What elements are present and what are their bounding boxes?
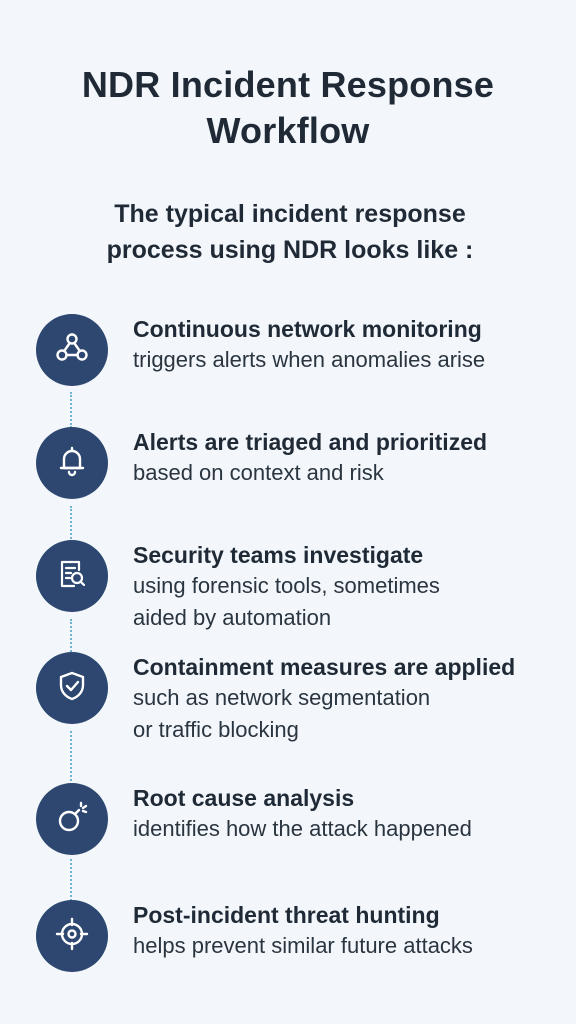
step-6-desc: helps prevent similar future attacks: [133, 933, 473, 958]
step-5-desc: identifies how the attack happened: [133, 816, 472, 841]
connector-1-2: [70, 392, 72, 428]
step-5-circle: [36, 783, 108, 855]
workflow-step-6: Post-incident threat hunting helps preve…: [0, 900, 576, 990]
step-3-title: Security teams investigate: [133, 542, 424, 568]
step-2-title: Alerts are triaged and prioritized: [133, 429, 488, 455]
subtitle-line-2: process using NDR looks like :: [106, 236, 474, 264]
step-6-title: Post-incident threat hunting: [133, 902, 440, 928]
workflow-step-3: Security teams investigate using forensi…: [0, 540, 576, 630]
step-4-circle: [36, 652, 108, 724]
step-4-desc-line-2: or traffic blocking: [133, 717, 299, 742]
bomb-icon: [52, 797, 92, 842]
page-title: NDR Incident Response Workflow: [0, 62, 576, 154]
step-2-circle: [36, 427, 108, 499]
step-1-circle: [36, 314, 108, 386]
shield-check-icon: [52, 666, 92, 711]
title-line-1: NDR Incident Response: [81, 64, 495, 105]
title-line-2: Workflow: [206, 110, 370, 151]
workflow-step-4: Containment measures are applied such as…: [0, 652, 576, 742]
workflow-step-5: Root cause analysis identifies how the a…: [0, 783, 576, 873]
step-2-desc: based on context and risk: [133, 460, 384, 485]
step-3-desc-line-1: using forensic tools, sometimes: [133, 573, 440, 598]
step-4-title: Containment measures are applied: [133, 654, 516, 680]
step-5-title: Root cause analysis: [133, 785, 355, 811]
step-6-circle: [36, 900, 108, 972]
connector-2-3: [70, 506, 72, 542]
crosshair-icon: [52, 914, 92, 959]
network-nodes-icon: [52, 328, 92, 373]
connector-4-5: [70, 731, 72, 781]
workflow-step-2: Alerts are triaged and prioritized based…: [0, 427, 576, 517]
step-1-title: Continuous network monitoring: [133, 316, 482, 342]
step-4-desc-line-1: such as network segmentation: [133, 685, 431, 710]
bell-icon: [52, 441, 92, 486]
step-3-desc-line-2: aided by automation: [133, 605, 332, 630]
step-3-circle: [36, 540, 108, 612]
connector-5-6: [70, 859, 72, 901]
step-1-desc: triggers alerts when anomalies arise: [133, 347, 486, 372]
document-search-icon: [52, 554, 92, 599]
subtitle-line-1: The typical incident response: [114, 200, 466, 228]
workflow-step-1: Continuous network monitoring triggers a…: [0, 314, 576, 404]
page-subtitle: The typical incident response process us…: [0, 196, 576, 268]
connector-3-4: [70, 619, 72, 655]
